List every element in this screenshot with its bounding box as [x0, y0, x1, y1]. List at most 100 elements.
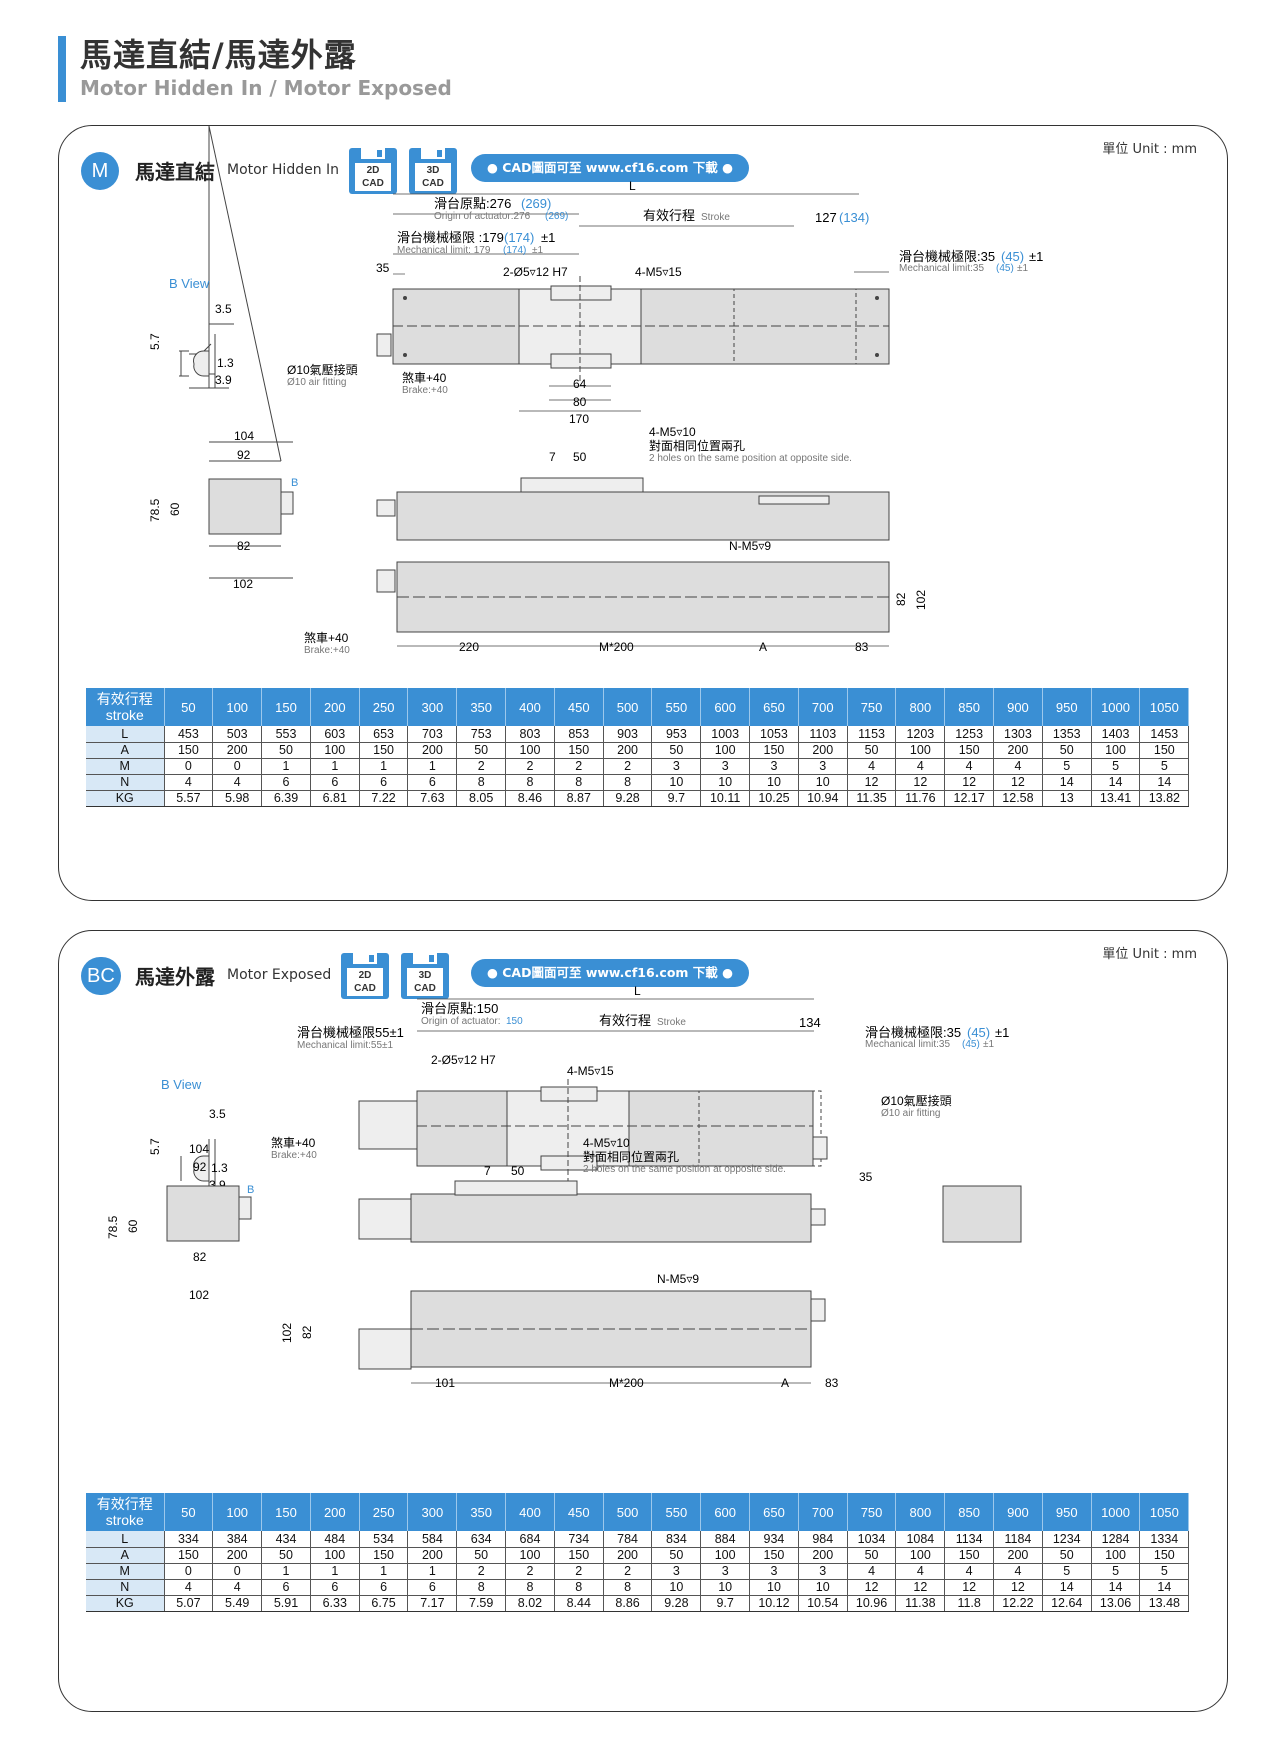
table-cell: 4 — [993, 1563, 1043, 1580]
row-label: M — [86, 1563, 165, 1580]
table-cell: 1084 — [895, 1531, 946, 1548]
bottom-102: 102 — [280, 1323, 294, 1343]
mech-right-zh: 滑台機械極限:35 — [899, 249, 995, 264]
table-cell: 503 — [212, 726, 263, 743]
stroke-column-header: 350 — [456, 688, 507, 726]
table-cell: 10 — [749, 774, 799, 791]
dim-5-7: 5.7 — [148, 1138, 162, 1155]
table-cell: 953 — [651, 726, 702, 743]
bottom-82: 82 — [300, 1325, 314, 1339]
table-cell: 7.22 — [359, 790, 409, 807]
table-cell: 10 — [749, 1579, 799, 1596]
table-cell: 6 — [407, 774, 458, 791]
table-cell: 784 — [603, 1531, 653, 1548]
dim-64: 64 — [573, 377, 587, 391]
table-cell: 150 — [749, 1547, 799, 1564]
cad-download-link[interactable]: ● CAD圖面可至 www.cf16.com 下載 ● — [471, 959, 750, 987]
end-60: 60 — [168, 502, 182, 516]
dim-170: 170 — [569, 412, 589, 426]
section-title-en: Motor Hidden In — [227, 162, 340, 178]
table-cell: 100 — [505, 742, 555, 759]
table-cell: 7.63 — [407, 790, 458, 807]
table-cell: 200 — [798, 1547, 848, 1564]
stroke-column-header: 500 — [603, 1493, 653, 1531]
table-cell: 2 — [505, 1563, 555, 1580]
mech-right-en-alt: (45) — [962, 1039, 980, 1050]
table-cell: 853 — [554, 726, 604, 743]
end-104: 104 — [189, 1142, 209, 1156]
table-cell: 13.06 — [1091, 1595, 1141, 1612]
dim-3-9: 3.9 — [215, 373, 232, 387]
cad-download-link[interactable]: ● CAD圖面可至 www.cf16.com 下載 ● — [471, 154, 750, 182]
cad-3d-line1: 3D — [426, 165, 440, 176]
table-cell: 12 — [847, 774, 897, 791]
table-cell: 11.76 — [895, 790, 946, 807]
stroke-column-header: 550 — [651, 688, 702, 726]
table-cell: 150 — [359, 1547, 409, 1564]
stroke-column-header: 450 — [554, 1493, 604, 1531]
bottom-a: A — [759, 640, 767, 654]
table-cell: 5 — [1139, 1563, 1190, 1580]
table-cell: 8 — [554, 1579, 604, 1596]
tap-holes: 4-M5▿15 — [567, 1064, 614, 1078]
table-cell: 12 — [847, 1579, 897, 1596]
table-cell: 150 — [749, 742, 799, 759]
end-b-marker: B — [291, 477, 298, 489]
table-cell: 1453 — [1139, 726, 1190, 743]
mech-right-en: Mechanical limit:35 — [899, 263, 984, 274]
stroke-column-header: 1000 — [1091, 688, 1141, 726]
table-cell: 10.54 — [798, 1595, 848, 1612]
end-92: 92 — [237, 448, 251, 462]
table-cell: 5.49 — [212, 1595, 263, 1612]
stroke-column-header: 750 — [847, 1493, 897, 1531]
table-cell: 884 — [700, 1531, 751, 1548]
dim-35: 35 — [859, 1170, 873, 1184]
end-60: 60 — [126, 1219, 140, 1233]
cad-2d-line1: 2D — [358, 970, 372, 981]
table-cell: 1284 — [1091, 1531, 1141, 1548]
table-cell: 14 — [1091, 1579, 1141, 1596]
mech-left-en-tol: ±1 — [532, 245, 543, 256]
stroke-column-header: 900 — [993, 1493, 1043, 1531]
dim-1-3: 1.3 — [217, 356, 234, 370]
table-cell: 1 — [359, 1563, 409, 1580]
dim-80: 80 — [573, 395, 587, 409]
table-cell: 703 — [407, 726, 458, 743]
stroke-column-header: 250 — [359, 1493, 409, 1531]
table-cell: 200 — [212, 1547, 263, 1564]
table-cell: 11.8 — [944, 1595, 995, 1612]
table-cell: 12 — [944, 1579, 995, 1596]
table-cell: 10 — [651, 774, 702, 791]
section-title: 馬達外露 — [135, 965, 215, 989]
table-cell: 1203 — [895, 726, 946, 743]
table-cell: 1303 — [993, 726, 1043, 743]
table-cell: 6 — [261, 774, 311, 791]
table-cell: 8 — [603, 774, 653, 791]
bottom-83: 83 — [825, 1376, 839, 1390]
table-cell: 3 — [749, 758, 799, 775]
table-cell: 50 — [261, 1547, 311, 1564]
table-cell: 1034 — [847, 1531, 897, 1548]
row-label: L — [86, 726, 165, 743]
side-holes-en: 2 holes on the same position at opposite… — [583, 1164, 786, 1175]
table-cell: 5.98 — [212, 790, 263, 807]
brake2-en: Brake:+40 — [304, 645, 350, 656]
dim-50: 50 — [573, 450, 587, 464]
table-cell: 8.46 — [505, 790, 555, 807]
table-cell: 150 — [554, 742, 604, 759]
stroke-column-header: 50 — [164, 688, 214, 726]
table-cell: 14 — [1139, 774, 1190, 791]
mech-right-en: Mechanical limit:35 — [865, 1039, 950, 1050]
bottom-220: 220 — [459, 640, 479, 654]
